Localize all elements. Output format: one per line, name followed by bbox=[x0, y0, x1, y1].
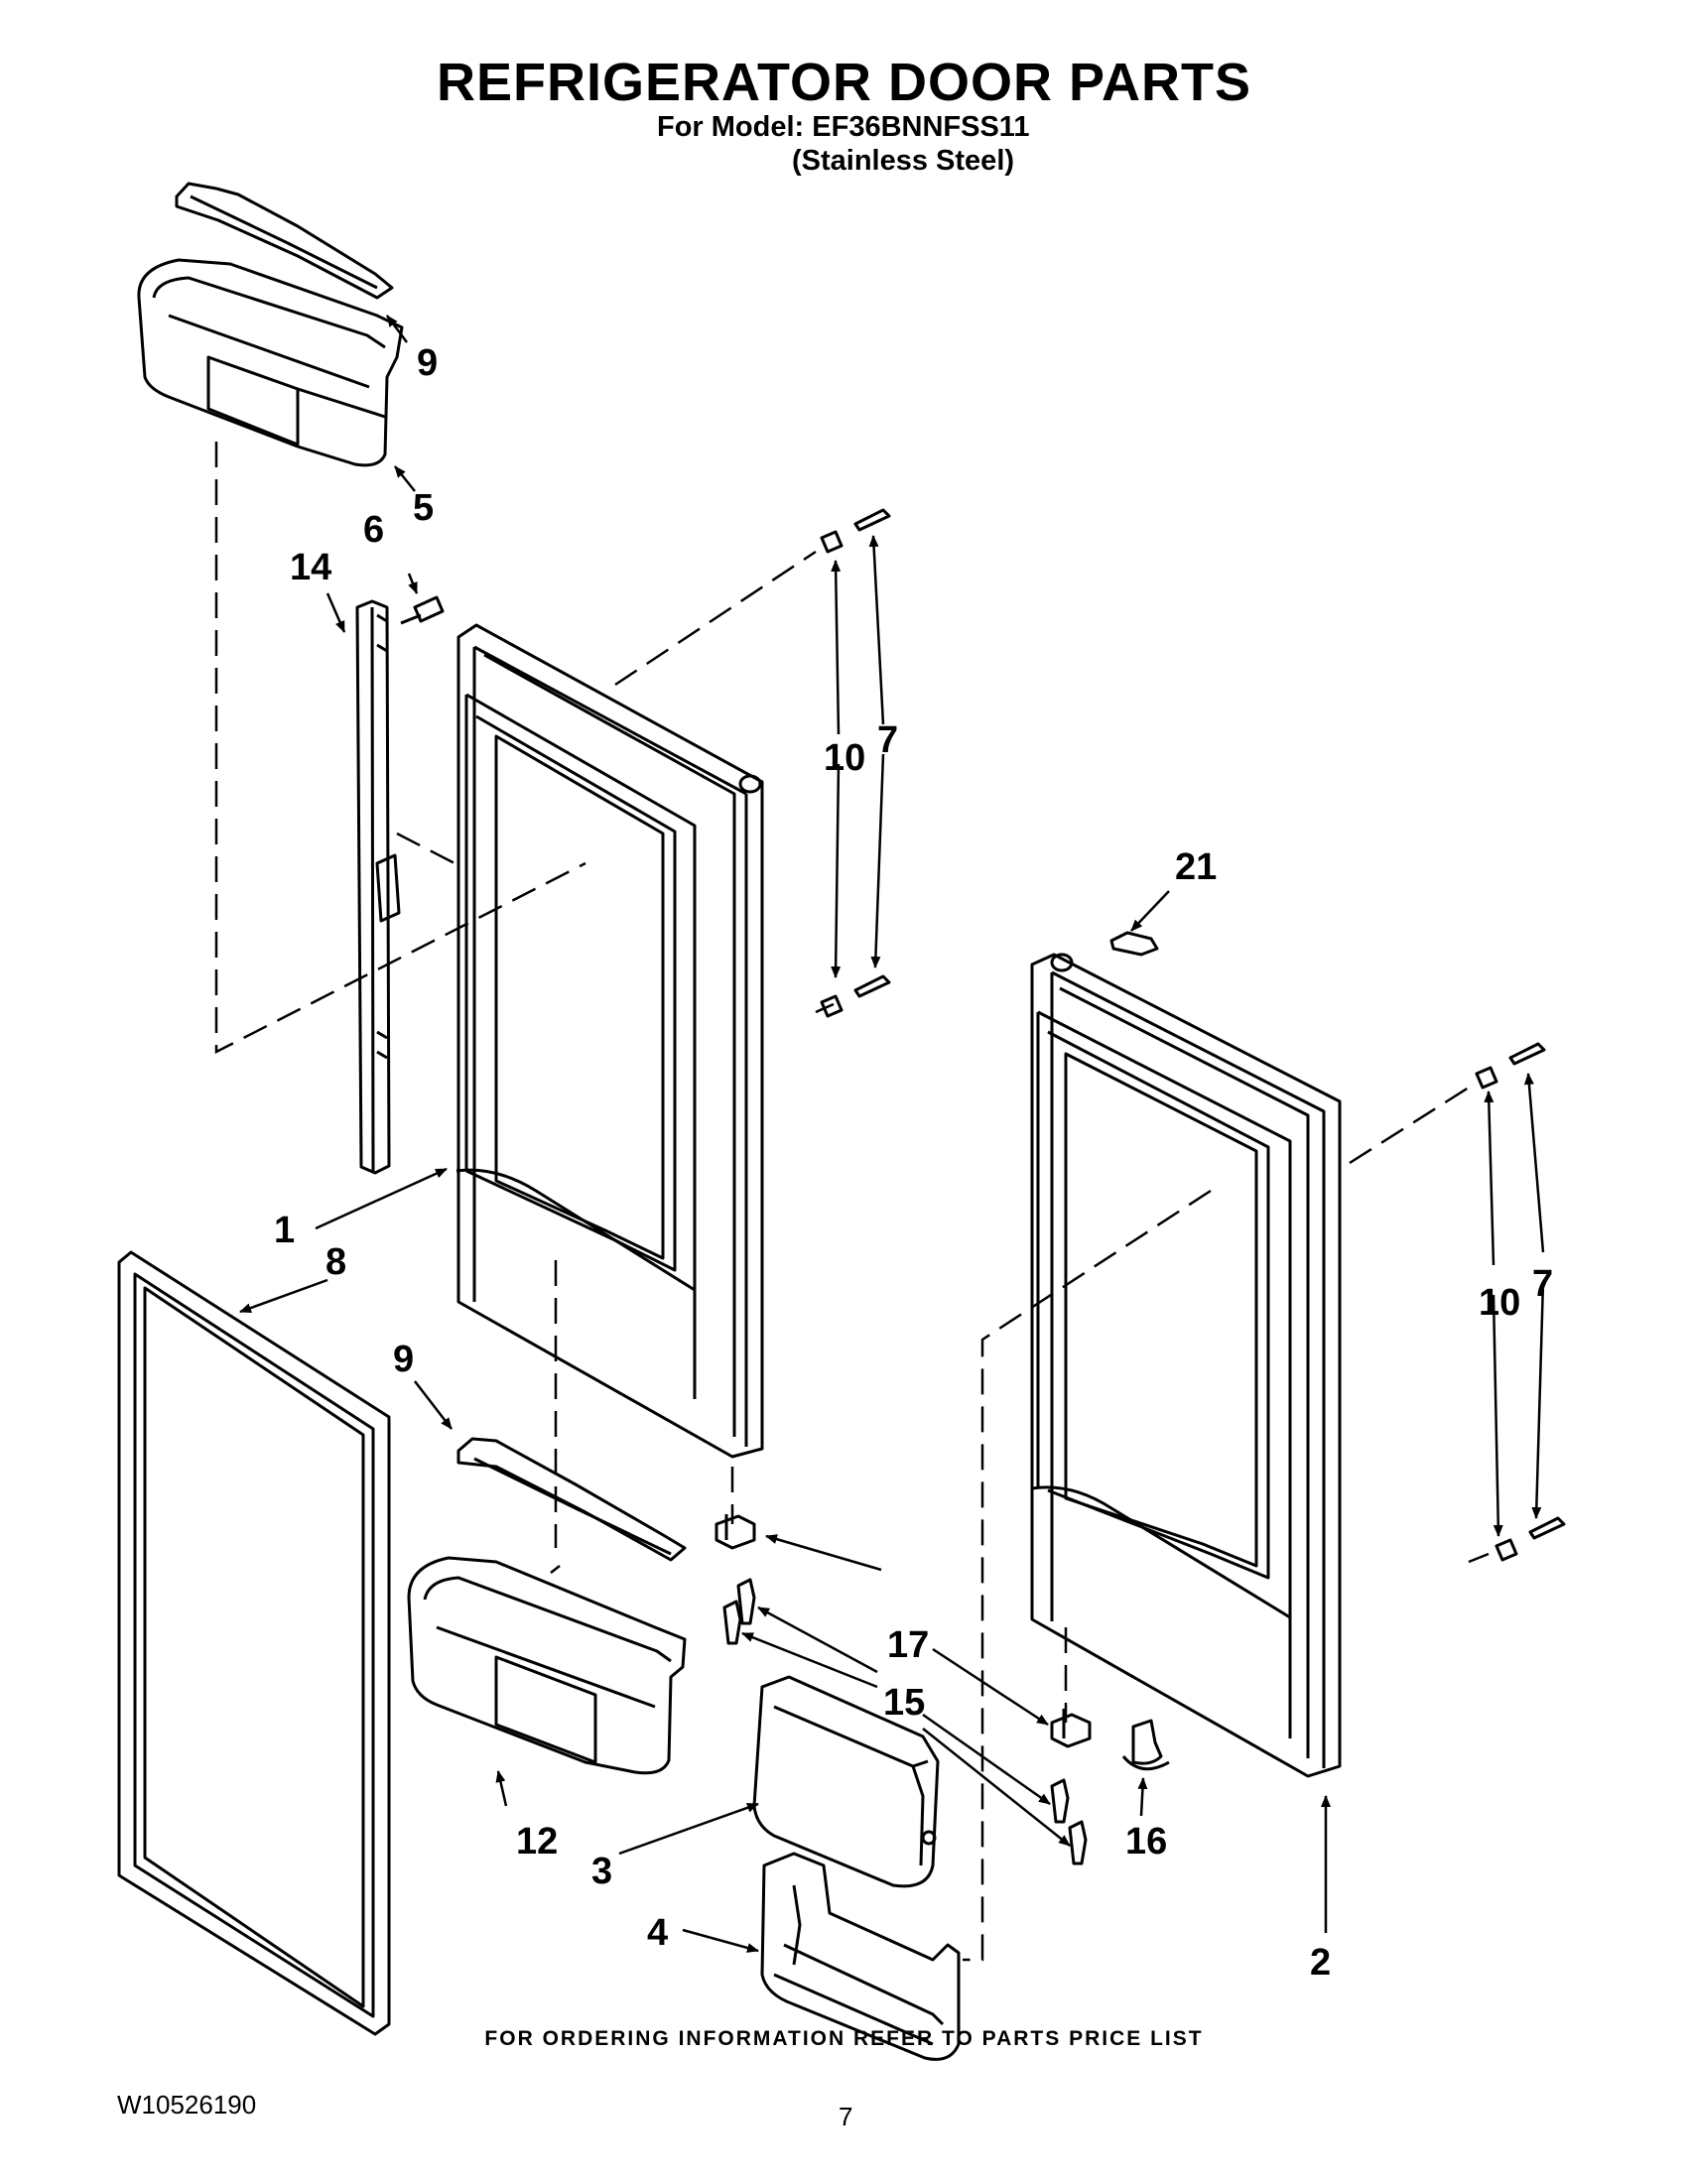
callout-10-left: 10 bbox=[824, 737, 865, 779]
door-strip bbox=[355, 599, 401, 1175]
dispenser-cover bbox=[752, 1675, 940, 1888]
door-stop-caps-left bbox=[820, 508, 891, 1018]
callout-15: 15 bbox=[883, 1682, 925, 1724]
callout-16: 16 bbox=[1125, 1821, 1167, 1863]
page-number: 7 bbox=[839, 2102, 853, 2131]
callout-2: 2 bbox=[1310, 1942, 1331, 1984]
leader-arrows bbox=[239, 315, 1545, 1953]
callout-5: 5 bbox=[413, 487, 434, 529]
hinge-left bbox=[714, 1514, 756, 1550]
callout-9-middle: 9 bbox=[393, 1339, 414, 1380]
hinge-right bbox=[1050, 1709, 1092, 1748]
callout-12: 12 bbox=[516, 1821, 558, 1863]
document-number: W10526190 bbox=[117, 2090, 257, 2120]
callout-10-right: 10 bbox=[1479, 1282, 1520, 1324]
door-cam bbox=[1121, 1719, 1170, 1771]
callout-7-right: 7 bbox=[1532, 1263, 1553, 1305]
dispenser-bin bbox=[760, 1852, 961, 2061]
shelf-retainer-top bbox=[175, 182, 394, 300]
page-title: REFRIGERATOR DOOR PARTS bbox=[436, 53, 1252, 112]
callout-6: 6 bbox=[363, 509, 384, 551]
callout-7-left: 7 bbox=[877, 719, 898, 761]
door-gasket bbox=[117, 1250, 391, 2036]
door-stop-caps-right bbox=[1475, 1042, 1566, 1562]
callout-21: 21 bbox=[1175, 846, 1217, 888]
callout-labels: 9 5 6 14 10 7 21 1 8 9 10 7 17 15 12 16 … bbox=[274, 342, 1553, 1984]
shelf-retainer-middle bbox=[456, 1437, 687, 1562]
alignment-lines bbox=[214, 442, 1490, 1962]
right-refrigerator-door bbox=[1030, 953, 1342, 1778]
callout-3: 3 bbox=[591, 1851, 612, 1892]
hinge-screws-right bbox=[1050, 1778, 1088, 1865]
ordering-note: FOR ORDERING INFORMATION REFER TO PARTS … bbox=[484, 2027, 1204, 2050]
callout-4: 4 bbox=[647, 1912, 668, 1954]
hinge-screws-left bbox=[722, 1578, 756, 1645]
door-trim-part-21 bbox=[1109, 931, 1159, 957]
screw-part-6 bbox=[400, 595, 445, 625]
door-bin-top bbox=[137, 258, 404, 467]
left-refrigerator-door bbox=[455, 623, 764, 1459]
callout-8: 8 bbox=[325, 1241, 346, 1283]
callout-1: 1 bbox=[274, 1210, 295, 1251]
door-bin-lower bbox=[407, 1556, 687, 1775]
callout-17: 17 bbox=[887, 1624, 929, 1666]
callout-9-top: 9 bbox=[417, 342, 438, 384]
model-number: For Model: EF36BNNFSS11 bbox=[657, 111, 1030, 143]
callout-14: 14 bbox=[290, 547, 331, 588]
model-finish: (Stainless Steel) bbox=[792, 145, 1015, 177]
